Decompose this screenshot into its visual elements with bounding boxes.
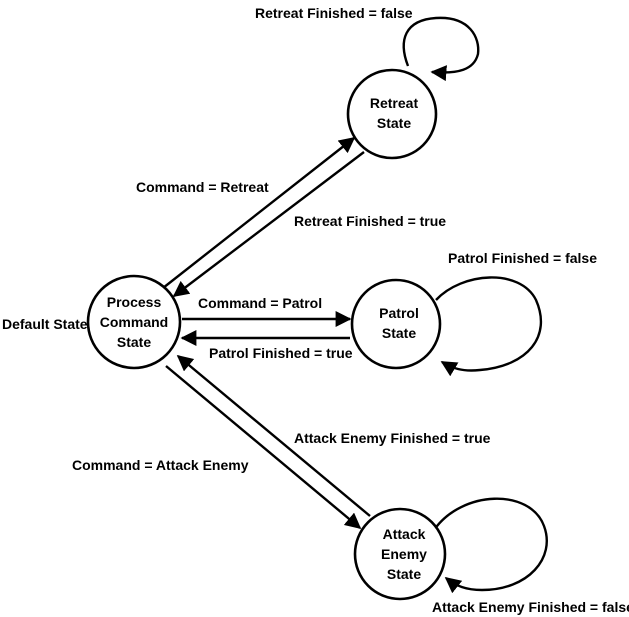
label-attack-finished-false: Attack Enemy Finished = false — [432, 599, 629, 615]
loop-retreat-finished-false — [402, 16, 480, 82]
edge-attack-finished-true — [176, 354, 371, 517]
state-label-line: Enemy — [381, 546, 427, 562]
state-patrol: Patrol State — [350, 278, 442, 370]
state-retreat: Retreat State — [346, 68, 438, 160]
state-label-line: State — [382, 325, 416, 341]
label-retreat-finished-true: Retreat Finished = true — [294, 213, 446, 229]
state-label-line: State — [117, 334, 151, 350]
label-command-patrol: Command = Patrol — [198, 295, 322, 311]
default-state-label: Default State — [2, 316, 88, 332]
state-process-command: Process Command State — [86, 274, 182, 370]
label-patrol-finished-true: Patrol Finished = true — [209, 345, 353, 361]
loop-patrol-finished-false — [435, 276, 542, 377]
state-label-line: Retreat — [370, 95, 419, 111]
state-label-line: Command — [100, 314, 168, 330]
edge-command-retreat — [162, 137, 356, 289]
state-label-line: Attack — [383, 526, 426, 542]
edge-command-attack — [165, 365, 362, 530]
label-command-retreat: Command = Retreat — [136, 179, 269, 195]
label-attack-finished-true: Attack Enemy Finished = true — [294, 430, 491, 446]
state-label-line: Process — [107, 294, 162, 310]
state-attack-enemy: Attack Enemy State — [353, 507, 447, 601]
state-label-line: State — [387, 566, 421, 582]
edge-retreat-finished-true — [172, 151, 365, 297]
state-label-line: Patrol — [379, 305, 419, 321]
state-label-line: State — [377, 115, 411, 131]
label-retreat-finished-false: Retreat Finished = false — [255, 5, 413, 21]
loop-attack-finished-false — [433, 497, 548, 594]
label-command-attack: Command = Attack Enemy — [72, 457, 249, 473]
label-patrol-finished-false: Patrol Finished = false — [448, 250, 597, 266]
